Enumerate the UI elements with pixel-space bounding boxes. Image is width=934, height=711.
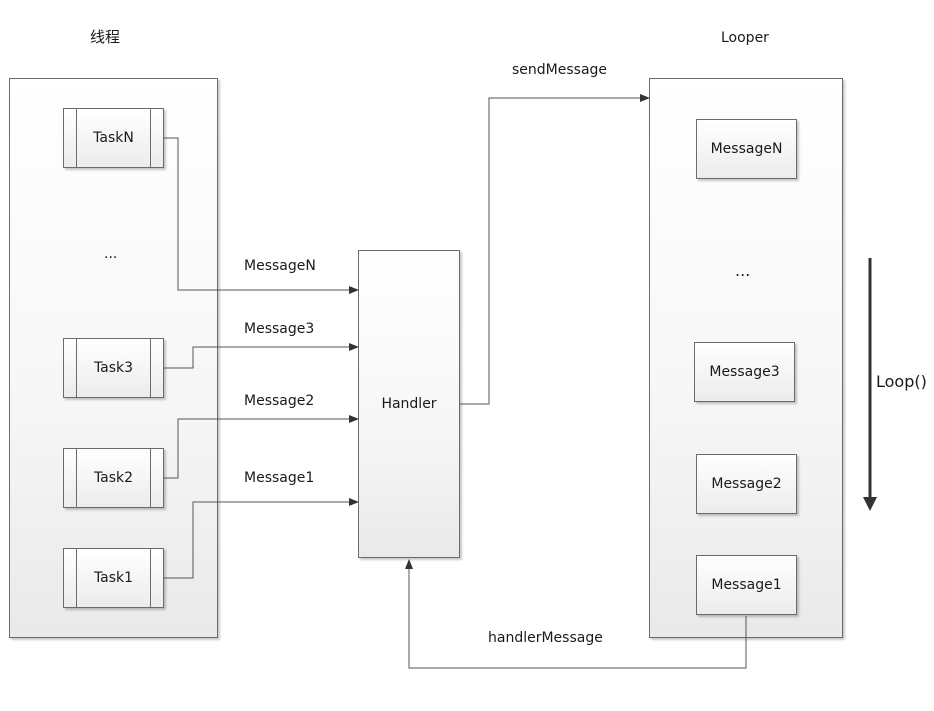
- edge-task2-to-handler: [164, 415, 359, 479]
- message-3-box: Message3: [694, 342, 795, 402]
- edge-send-message: [460, 94, 650, 405]
- loop-label: Loop(): [876, 372, 927, 391]
- edge-label-messagen: MessageN: [244, 258, 316, 274]
- task-2-label: Task2: [93, 470, 134, 486]
- task-n: TaskN: [63, 108, 164, 168]
- handler-box: Handler: [358, 250, 460, 558]
- edge-task3-to-handler: [164, 343, 359, 369]
- task-2: Task2: [63, 448, 164, 508]
- task-1-label: Task1: [93, 570, 134, 586]
- thread-ellipsis: ...: [104, 246, 118, 262]
- message-2-box: Message2: [696, 454, 797, 514]
- task-3-label: Task3: [93, 360, 134, 376]
- task-1: Task1: [63, 548, 164, 608]
- edge-label-message2: Message2: [244, 393, 315, 409]
- message-1-box: Message1: [696, 555, 797, 615]
- thread-title: 线程: [90, 28, 121, 46]
- looper-ellipsis: ...: [735, 261, 751, 280]
- task-n-label: TaskN: [93, 130, 134, 146]
- edge-label-send-message: sendMessage: [512, 62, 608, 78]
- looper-title: Looper: [721, 30, 769, 46]
- message-3-box-label: Message3: [709, 364, 780, 380]
- handler-label: Handler: [381, 396, 437, 412]
- message-n-box: MessageN: [696, 119, 797, 179]
- edge-handler-message: [405, 559, 747, 669]
- edge-taskn-to-handler: [164, 137, 359, 294]
- message-2-box-label: Message2: [711, 476, 782, 492]
- edge-label-handler-message: handlerMessage: [488, 630, 603, 646]
- task-3: Task3: [63, 338, 164, 398]
- message-n-box-label: MessageN: [710, 141, 783, 157]
- edge-label-message3: Message3: [244, 321, 315, 337]
- edge-task1-to-handler: [164, 498, 359, 579]
- edge-label-message1: Message1: [244, 470, 315, 486]
- message-1-box-label: Message1: [711, 577, 782, 593]
